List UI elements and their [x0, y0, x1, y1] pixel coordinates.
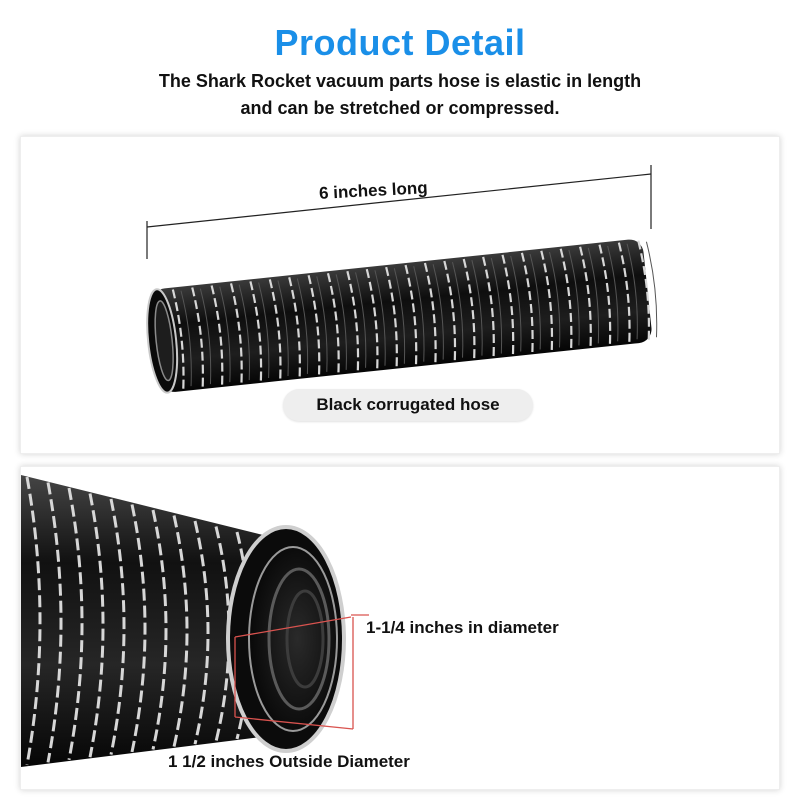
hose-rib-shadow: [490, 257, 503, 354]
hose-rib-shadow: [296, 278, 309, 374]
hose-type-tag: Black corrugated hose: [283, 389, 533, 421]
hose-rib-shadow: [199, 288, 212, 385]
hose-rib-shadow: [374, 270, 386, 366]
hose-rib-shadow: [471, 259, 483, 356]
hose-rib-shadow: [393, 268, 406, 364]
hose-rib-shadow: [529, 253, 541, 350]
hose-rib-shadow: [587, 247, 600, 344]
hose-rib-shadow: [645, 241, 658, 338]
hose-rib-shadow: [335, 274, 347, 370]
hose-rib-shadow: [355, 272, 367, 368]
hose-rib: [109, 498, 126, 755]
hose-rib-shadow: [452, 262, 464, 358]
hose-rib-shadow: [258, 282, 270, 379]
outer-diameter-label: 1 1/2 inches Outside Diameter: [168, 752, 410, 771]
hose-rib: [193, 520, 210, 745]
hose-rib: [46, 482, 63, 763]
hose-rib-shadow: [510, 255, 522, 352]
hose-rib: [151, 509, 168, 750]
page-title: Product Detail: [274, 22, 526, 63]
hose-rib-shadow: [316, 276, 328, 372]
hose-rib-shadow: [277, 280, 289, 376]
hose-rib-shadow: [568, 249, 580, 346]
black-corrugated-hose: [146, 239, 658, 394]
hose-length-illustration: [146, 165, 658, 394]
inner-diameter-marker: [234, 614, 369, 638]
hose-ribs: [171, 240, 658, 390]
length-dimension-line: [146, 165, 652, 259]
hose-rib: [88, 493, 105, 758]
hose-rib: [130, 504, 147, 753]
subtitle-line-1: The Shark Rocket vacuum parts hose is el…: [158, 71, 642, 91]
hose-diameter-panel: [20, 466, 780, 790]
hose-rib: [67, 487, 84, 761]
outer-diameter-marker: [234, 617, 354, 730]
hose-rib-shadow: [238, 284, 250, 381]
page-subtitle: The Shark Rocket vacuum parts hose is el…: [0, 68, 800, 122]
inner-diameter-label: 1-1/4 inches in diameter: [366, 618, 559, 637]
hose-rib-shadow: [413, 266, 425, 362]
hose-rib: [25, 476, 42, 766]
hose-rib-shadow: [432, 264, 444, 360]
hose-rib-shadow: [180, 290, 192, 387]
subtitle-line-2: and can be stretched or compressed.: [240, 98, 560, 118]
hose-rib-shadow: [219, 286, 231, 383]
hose-rib-shadow: [607, 245, 619, 342]
hose-rib-shadow: [548, 251, 561, 348]
hose-closeup-illustration: [21, 475, 369, 767]
hose-rib-shadow: [626, 243, 638, 340]
hose-closeup: [21, 475, 346, 767]
